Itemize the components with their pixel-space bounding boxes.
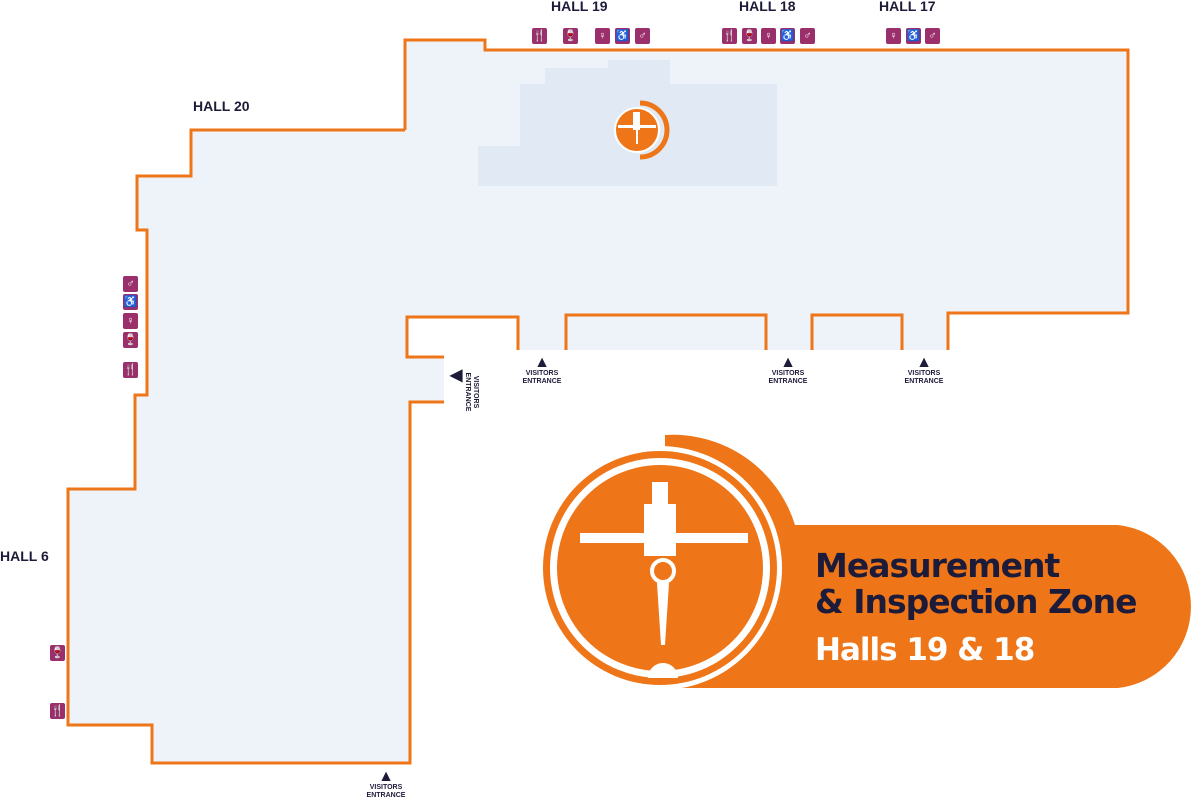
bar-icon: 🍷 [742, 28, 757, 44]
bar-icon: 🍷 [563, 28, 578, 44]
female-toilet-icon: ♀ [123, 313, 138, 329]
male-toilet-icon: ♂ [123, 276, 138, 292]
arrow-left-icon: ◀ [450, 367, 463, 384]
accessible-toilet-icon: ♿ [615, 28, 630, 44]
restaurant-icon: 🍴 [722, 28, 737, 44]
arrow-up-icon: ▲ [534, 354, 550, 371]
floor-outline [66, 38, 1130, 765]
zone-title-line1: Measurement [815, 546, 1060, 585]
zone-marker-small[interactable] [614, 100, 670, 160]
restaurant-icon: 🍴 [532, 28, 547, 44]
male-toilet-icon: ♂ [800, 28, 815, 44]
floor-area [68, 40, 1128, 763]
zone-title-line2: & Inspection Zone [815, 582, 1137, 621]
arrow-up-icon: ▲ [378, 768, 394, 785]
accessible-toilet-icon: ♿ [123, 294, 138, 310]
accessible-toilet-icon: ♿ [780, 28, 795, 44]
female-toilet-icon: ♀ [595, 28, 610, 44]
bar-icon: 🍷 [123, 332, 138, 348]
zone-badge[interactable] [538, 434, 1191, 690]
hall-19-label: HALL 19 [551, 0, 608, 14]
female-toilet-icon: ♀ [761, 28, 776, 44]
male-toilet-icon: ♂ [635, 28, 650, 44]
female-toilet-icon: ♀ [886, 28, 901, 44]
bar-icon: 🍷 [50, 645, 65, 661]
male-toilet-icon: ♂ [925, 28, 940, 44]
hall-18-label: HALL 18 [739, 0, 796, 14]
arrow-up-icon: ▲ [780, 354, 796, 371]
hall-20-label: HALL 20 [193, 98, 250, 114]
arrow-up-icon: ▲ [916, 354, 932, 371]
hall-6-label: HALL 6 [0, 548, 49, 564]
restaurant-icon: 🍴 [50, 703, 65, 719]
zone-subtitle: Halls 19 & 18 [815, 632, 1035, 668]
accessible-toilet-icon: ♿ [906, 28, 921, 44]
measurement-probe-icon [580, 482, 748, 678]
hall-17-label: HALL 17 [879, 0, 936, 14]
restaurant-icon: 🍴 [123, 362, 138, 378]
